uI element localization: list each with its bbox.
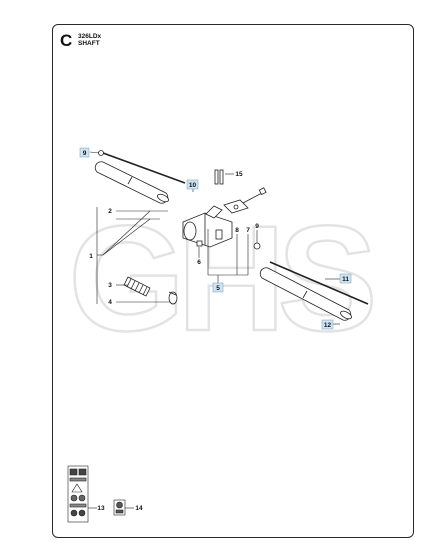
callout-12: 12: [321, 319, 334, 330]
svg-text:10: 10: [189, 182, 197, 189]
shaft-connector-housing: [182, 205, 233, 248]
nut-6: [196, 240, 203, 247]
shaft-tube-lower: [259, 267, 352, 321]
svg-text:11: 11: [342, 276, 349, 283]
callout-2: 2: [108, 208, 112, 215]
callout-15: 15: [235, 171, 243, 178]
callout-14: 14: [135, 505, 143, 512]
svg-text:1: 1: [89, 253, 93, 260]
model-name: 326LDx: [78, 33, 102, 40]
bushing-3: [123, 276, 151, 297]
svg-text:5: 5: [216, 285, 220, 292]
section-letter: C: [60, 31, 73, 50]
svg-text:2: 2: [108, 208, 112, 215]
callout-1: 1: [89, 253, 93, 260]
svg-text:6: 6: [197, 259, 201, 266]
shaft-tube-upper: [94, 161, 169, 204]
callout-6: 6: [197, 259, 201, 266]
clamp-part: [223, 199, 249, 214]
callout-9-right: 9: [255, 223, 259, 230]
callout-3: 3: [108, 282, 112, 289]
callout-5: 5: [212, 282, 224, 293]
page-frame: [52, 24, 414, 538]
pins-15: [214, 169, 224, 185]
callout-9-left: 9: [79, 147, 90, 158]
decal-14: [113, 499, 126, 516]
svg-text:4: 4: [108, 299, 112, 306]
callout-10: 10: [186, 179, 199, 190]
callout-13: 13: [97, 505, 105, 512]
washer-9-right: [253, 242, 261, 250]
drive-shaft-upper: [98, 150, 186, 184]
leader-lines: [89, 151, 340, 325]
drive-shaft-lower: [269, 261, 369, 305]
svg-text:9: 9: [255, 223, 259, 230]
svg-text:8: 8: [235, 227, 239, 234]
model-title: 326LDx SHAFT: [78, 33, 101, 47]
callout-7: 7: [246, 227, 250, 234]
callout-8: 8: [235, 227, 239, 234]
svg-text:12: 12: [324, 322, 332, 329]
callout-11: 11: [339, 273, 352, 284]
sleeve-4: [168, 291, 178, 305]
svg-text:15: 15: [235, 171, 243, 178]
callout-4: 4: [108, 299, 112, 306]
screw: [242, 187, 267, 204]
svg-text:7: 7: [246, 227, 250, 234]
svg-text:3: 3: [108, 282, 112, 289]
assembly-name: SHAFT: [78, 40, 100, 47]
decal-sheet-13: [67, 465, 89, 523]
svg-text:9: 9: [83, 150, 87, 157]
